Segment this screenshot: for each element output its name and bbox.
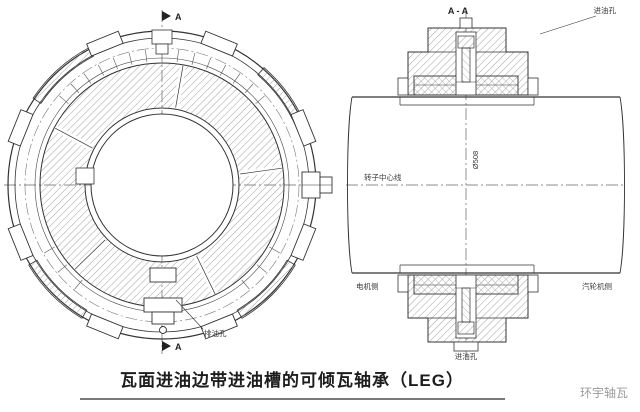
rim-hatched-segments: [28, 47, 308, 319]
left-key-block: [75, 167, 95, 185]
oil-inlet-top-label: 进油孔: [594, 5, 617, 15]
rotor-centerline-label: 转子中心线: [364, 172, 402, 182]
top-end-plate-right: [527, 77, 539, 96]
drain-leader-line: [175, 299, 204, 330]
section-view: A - A 进油孔 进油孔 转子中心线 Ø508 电机侧 汽轮机侧: [346, 5, 625, 361]
shaft: [347, 96, 625, 274]
drain-assembly: [143, 267, 183, 334]
left-side-label: 电机侧: [356, 281, 379, 291]
oil-inlet-leader: [539, 15, 597, 35]
drain-label: 排油孔: [204, 328, 227, 338]
bottom-end-plate-left: [397, 274, 409, 293]
section-arrow-bottom: [162, 341, 171, 351]
bottom-end-plate-right: [527, 274, 539, 293]
bearing-bore-circle: [90, 113, 234, 257]
section-label-top: A: [175, 12, 182, 22]
bottom-bolt: [455, 274, 477, 339]
diameter-label: Ø508: [471, 151, 480, 169]
top-end-plate-left: [397, 77, 409, 96]
oil-inlet-bottom-label: 进油孔: [455, 351, 478, 361]
watermark: 环宇轴瓦: [580, 385, 628, 400]
pad-gaps: [53, 65, 283, 296]
section-label-bottom: A: [175, 342, 182, 352]
bottom-drain-fitting: [453, 341, 479, 352]
radial-ticks: [44, 49, 280, 290]
top-plug: [459, 17, 473, 29]
caption-area: 瓦面进油边带进油槽的可倾瓦轴承（LEG） 环宇轴瓦: [80, 370, 628, 400]
top-bolt: [455, 31, 477, 96]
oil-inlet-fitting: [301, 171, 333, 199]
pivot-blocks: [7, 30, 317, 340]
section-arrow-top: [162, 11, 171, 21]
front-view: 排油孔 A A: [4, 10, 333, 354]
right-side-label: 汽轮机侧: [582, 281, 612, 291]
caption-title: 瓦面进油边带进油槽的可倾瓦轴承（LEG）: [120, 370, 464, 390]
top-fitting: [151, 29, 173, 55]
section-title: A - A: [448, 6, 469, 16]
